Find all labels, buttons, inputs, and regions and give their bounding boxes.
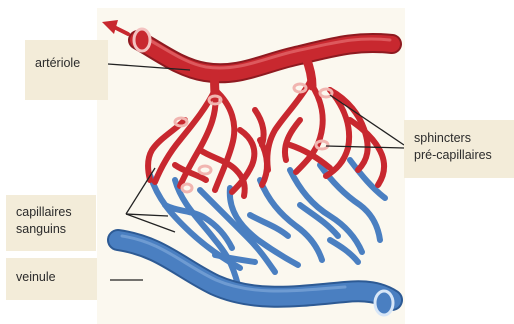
label-arteriole: artériole <box>25 40 108 100</box>
arteriole-inlet <box>134 29 150 51</box>
label-sphincters-line2: pré-capillaires <box>414 147 504 164</box>
label-sphincters: sphincters pré-capillaires <box>404 120 514 178</box>
label-capillaires-line2: sanguins <box>16 221 86 238</box>
label-sphincters-line1: sphincters <box>414 130 504 147</box>
label-capillaires: capillaires sanguins <box>6 195 96 251</box>
label-veinule-text: veinule <box>16 269 87 286</box>
label-arteriole-text: artériole <box>35 55 98 72</box>
label-veinule: veinule <box>6 258 97 300</box>
veinule-outlet <box>375 291 393 315</box>
label-capillaires-line1: capillaires <box>16 204 86 221</box>
